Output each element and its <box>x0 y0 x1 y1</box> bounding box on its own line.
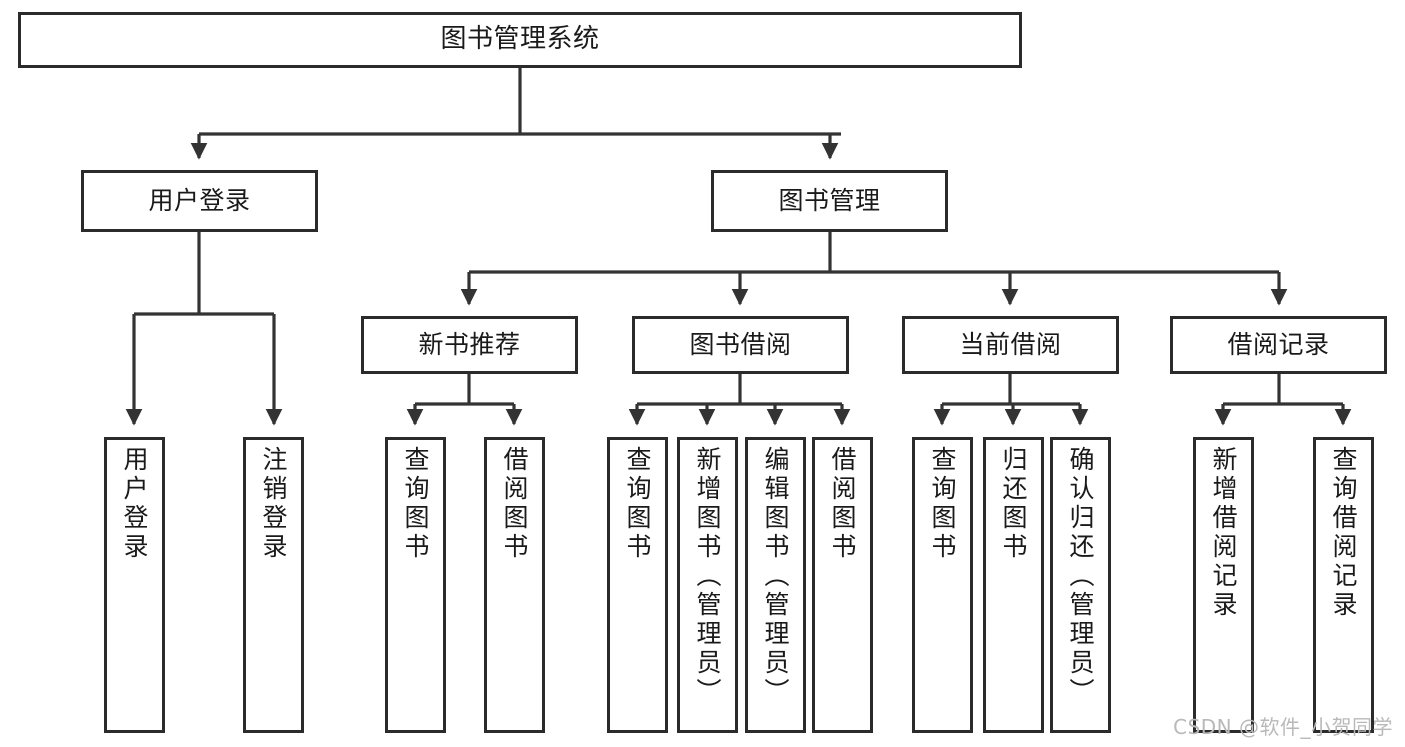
leaf-add-record-label: 新增借阅记录 <box>1209 446 1238 620</box>
node-book-borrow[interactable]: 图书借阅 <box>632 316 849 374</box>
leaf-return-book[interactable]: 归还图书 <box>983 437 1044 733</box>
csdn-watermark: CSDN @软件_小贺同学 <box>1173 715 1393 739</box>
leaf-query-record[interactable]: 查询借阅记录 <box>1313 437 1374 733</box>
leaf-query-book-1-label: 查询图书 <box>401 446 430 562</box>
leaf-borrow-book-2[interactable]: 借阅图书 <box>812 437 873 733</box>
leaf-user-login[interactable]: 用户登录 <box>104 437 165 733</box>
leaf-edit-book[interactable]: 编辑图书（管理员） <box>745 437 806 733</box>
node-borrow-record-label: 借阅记录 <box>1227 330 1330 359</box>
node-root[interactable]: 图书管理系统 <box>18 12 1022 68</box>
node-current-borrow-label: 当前借阅 <box>959 330 1062 359</box>
node-current-borrow[interactable]: 当前借阅 <box>902 316 1119 374</box>
node-user-login[interactable]: 用户登录 <box>81 170 318 232</box>
leaf-query-book-3[interactable]: 查询图书 <box>912 437 973 733</box>
node-book-borrow-label: 图书借阅 <box>689 330 792 359</box>
node-book-manage[interactable]: 图书管理 <box>711 170 948 232</box>
node-book-manage-label: 图书管理 <box>778 186 881 215</box>
leaf-return-book-label: 归还图书 <box>999 446 1028 562</box>
node-new-book-recommend[interactable]: 新书推荐 <box>361 316 578 374</box>
leaf-user-login-label: 用户登录 <box>120 446 149 562</box>
leaf-logout-login-label: 注销登录 <box>259 446 288 562</box>
node-borrow-record[interactable]: 借阅记录 <box>1170 316 1387 374</box>
leaf-query-book-1[interactable]: 查询图书 <box>385 437 446 733</box>
leaf-add-record[interactable]: 新增借阅记录 <box>1193 437 1254 733</box>
leaf-query-book-2-label: 查询图书 <box>623 446 652 562</box>
leaf-borrow-book-1-label: 借阅图书 <box>500 446 529 562</box>
leaf-add-book[interactable]: 新增图书（管理员） <box>677 437 738 733</box>
leaf-query-book-2[interactable]: 查询图书 <box>607 437 668 733</box>
leaf-borrow-book-1[interactable]: 借阅图书 <box>484 437 545 733</box>
leaf-edit-book-label: 编辑图书（管理员） <box>761 446 790 707</box>
node-new-book-recommend-label: 新书推荐 <box>418 330 521 359</box>
leaf-query-record-label: 查询借阅记录 <box>1329 446 1358 620</box>
leaf-logout-login[interactable]: 注销登录 <box>243 437 304 733</box>
leaf-add-book-label: 新增图书（管理员） <box>693 446 722 707</box>
leaf-query-book-3-label: 查询图书 <box>928 446 957 562</box>
node-user-login-label: 用户登录 <box>148 186 251 215</box>
leaf-confirm-return[interactable]: 确认归还（管理员） <box>1050 437 1111 733</box>
node-root-label: 图书管理系统 <box>440 24 600 55</box>
leaf-borrow-book-2-label: 借阅图书 <box>828 446 857 562</box>
leaf-confirm-return-label: 确认归还（管理员） <box>1066 446 1095 707</box>
